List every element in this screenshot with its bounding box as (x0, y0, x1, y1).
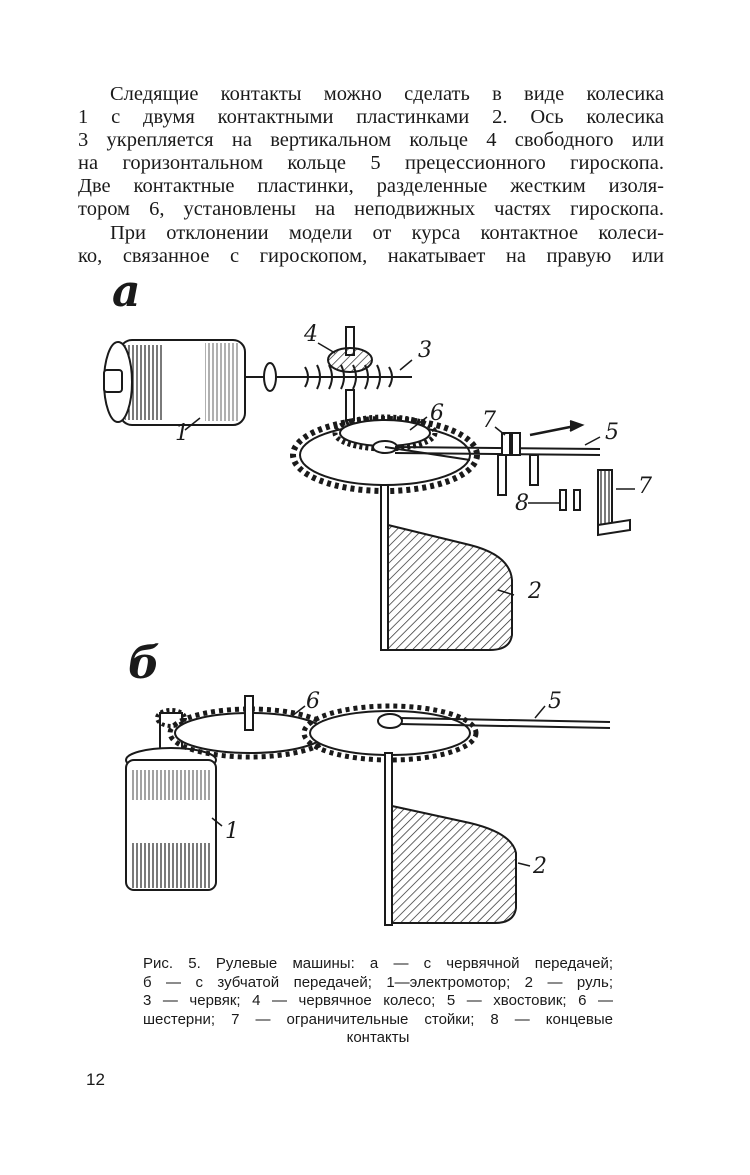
label-5: 5 (548, 689, 562, 714)
worm-drawing (285, 364, 412, 390)
text-line: 3 укрепляется на вертикальном кольце 4 с… (78, 129, 664, 151)
figure-a-illustration: 1 2 3 4 5 6 7 7 8 (103, 322, 652, 651)
text-line: ко, связанное с гироскопом, накатывает н… (78, 245, 664, 267)
figure-b-illustration: 1 2 5 6 (125, 689, 611, 926)
text-line: Две контактные пластинки, разделенные же… (78, 175, 664, 197)
caption-line: б — с зубчатой передачей; 1—электромотор… (143, 973, 613, 991)
label-5: 5 (605, 420, 619, 445)
paragraph-1: Следящие контакты можно сделать в виде к… (78, 83, 664, 221)
label-3: 3 (418, 338, 432, 363)
caption-line: Рис. 5. Рулевые машины: а — с червячной … (143, 955, 613, 972)
label-8: 8 (515, 491, 529, 516)
paragraph-2: При отклонении модели от курса контактно… (78, 222, 664, 268)
label-4: 4 (303, 322, 318, 347)
rudder-drawing (380, 484, 513, 651)
stops-drawing (497, 420, 631, 537)
motor-drawing (125, 708, 217, 891)
caption-line: контакты (346, 1029, 410, 1046)
label-6: 6 (430, 401, 444, 426)
worm-wheel-drawing (327, 326, 373, 421)
label-2: 2 (527, 579, 542, 604)
page-number: 12 (86, 1070, 105, 1089)
text-line: тором 6, установлены на неподвижных част… (78, 198, 664, 220)
label-7b: 7 (638, 474, 652, 499)
gears-drawing (167, 695, 611, 763)
gear-drawing (290, 414, 601, 494)
figure-caption: Рис. 5. Рулевые машины: а — с червячной … (143, 955, 613, 1048)
label-1: 1 (225, 819, 239, 844)
figure-a-letter: а (112, 266, 141, 317)
caption-line: шестерни; 7 — ограничительные стойки; 8 … (143, 1010, 613, 1028)
label-6: 6 (306, 689, 320, 714)
label-2: 2 (532, 854, 547, 879)
rudder-drawing (384, 752, 517, 926)
label-7a: 7 (482, 408, 496, 433)
text-line: на горизонтальном кольце 5 прецессионног… (78, 152, 664, 174)
text-line: Следящие контакты можно сделать в виде к… (110, 83, 664, 105)
label-1: 1 (175, 421, 189, 446)
text-line: 1 с двумя контактными пластинками 2. Ось… (78, 106, 664, 128)
text-line: При отклонении модели от курса контактно… (110, 222, 664, 244)
figure-b-letter: б (128, 638, 160, 689)
motor-drawing (103, 339, 300, 426)
caption-line: 3 — червяк; 4 — червячное колесо; 5 — хв… (143, 992, 613, 1009)
